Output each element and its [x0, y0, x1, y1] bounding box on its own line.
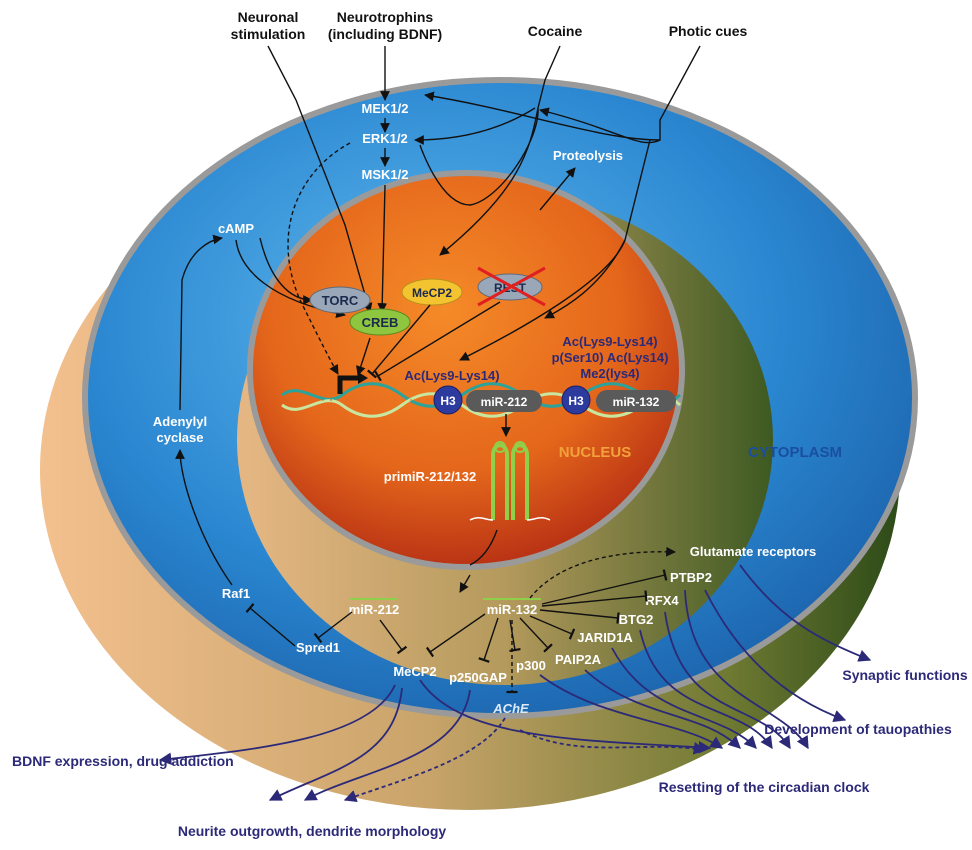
input-arrows	[267, 45, 701, 361]
outcome-labels: BDNF expression, drug addiction Neurite …	[12, 667, 968, 839]
label-target-p250gap: p250GAP	[449, 670, 507, 685]
label-mark-left: Ac(Lys9-Lys14)	[404, 368, 499, 383]
label-target-glutamate: Glutamate receptors	[690, 544, 816, 559]
label-gene-132: miR-132	[613, 395, 660, 409]
cytoplasm-contents: CYTOPLASM miR-212 miR-132 MeCP2 p250GAP …	[313, 444, 842, 716]
outcome-arrows	[158, 564, 872, 803]
label-camp: cAMP	[218, 221, 254, 236]
label-target-rfx4: RFX4	[645, 593, 679, 608]
label-target-ptbp2: PTBP2	[670, 570, 712, 585]
torc-node	[309, 286, 371, 314]
label-mecp2-nuc: MeCP2	[412, 286, 452, 300]
label-torc: TORC	[322, 293, 359, 308]
gene-mir212	[466, 390, 542, 412]
promoter-arrow	[337, 375, 362, 394]
label-target-btg2: BTG2	[619, 612, 654, 627]
input-photic: Photic cues	[669, 23, 748, 39]
nucleus-contents: TORC CREB MeCP2 REST Ac(Lys9-Lys14) Ac(L…	[281, 266, 681, 566]
label-mek: MEK1/2	[362, 101, 409, 116]
label-adenylyl-2: cyclase	[157, 430, 204, 445]
cascade: MEK1/2 ERK1/2 MSK1/2 Proteolysis cAMP Ad…	[153, 101, 623, 655]
input-neurotrophins-line2: (including BDNF)	[328, 26, 442, 42]
label-nucleus: NUCLEUS	[559, 444, 632, 461]
input-neuronal-line2: stimulation	[231, 26, 306, 42]
label-erk: ERK1/2	[362, 131, 408, 146]
h3-right	[561, 385, 591, 415]
input-neurotrophins-line1: Neurotrophins	[337, 9, 434, 25]
outcome-circadian: Resetting of the circadian clock	[659, 779, 870, 795]
outcome-bdnf: BDNF expression, drug addiction	[12, 753, 234, 769]
dna-helix	[281, 382, 681, 418]
label-cytoplasm: CYTOPLASM	[748, 444, 842, 461]
label-mir132-cyto: miR-132	[487, 602, 538, 617]
label-mark-right-1: Ac(Lys9-Lys14)	[562, 334, 657, 349]
label-mir212-cyto: miR-212	[349, 602, 400, 617]
creb-node	[349, 308, 411, 336]
label-adenylyl-1: Adenylyl	[153, 414, 207, 429]
label-primir: primiR-212/132	[384, 469, 477, 484]
label-mark-right-2: p(Ser10) Ac(Lys14)	[552, 350, 669, 365]
label-h3-right: H3	[568, 394, 584, 408]
outcome-tauopathies: Development of tauopathies	[764, 721, 952, 737]
label-raf1: Raf1	[222, 586, 250, 601]
label-creb: CREB	[362, 315, 399, 330]
primir-hairpins	[469, 441, 551, 521]
outcome-synaptic: Synaptic functions	[842, 667, 967, 683]
label-mark-right-3: Me2(lys4)	[580, 366, 639, 381]
label-target-paip2a: PAIP2A	[555, 652, 602, 667]
label-msk: MSK1/2	[362, 167, 409, 182]
input-neuronal-line1: Neuronal	[238, 9, 299, 25]
label-target-mecp2: MeCP2	[393, 664, 436, 679]
label-h3-left: H3	[440, 394, 456, 408]
label-target-ache: AChE	[492, 701, 529, 716]
input-labels: Neuronal stimulation Neurotrophins (incl…	[231, 9, 748, 42]
outcome-neurite: Neurite outgrowth, dendrite morphology	[178, 823, 447, 839]
rest-cross	[477, 266, 546, 307]
label-spred1: Spred1	[296, 640, 340, 655]
gene-mir132	[596, 390, 676, 412]
label-proteolysis: Proteolysis	[553, 148, 623, 163]
h3-left	[433, 385, 463, 415]
label-gene-212: miR-212	[481, 395, 528, 409]
label-target-jarid1a: JARID1A	[577, 630, 633, 645]
mecp2-node	[401, 278, 463, 306]
label-target-p300: p300	[516, 658, 546, 673]
input-cocaine: Cocaine	[528, 23, 583, 39]
